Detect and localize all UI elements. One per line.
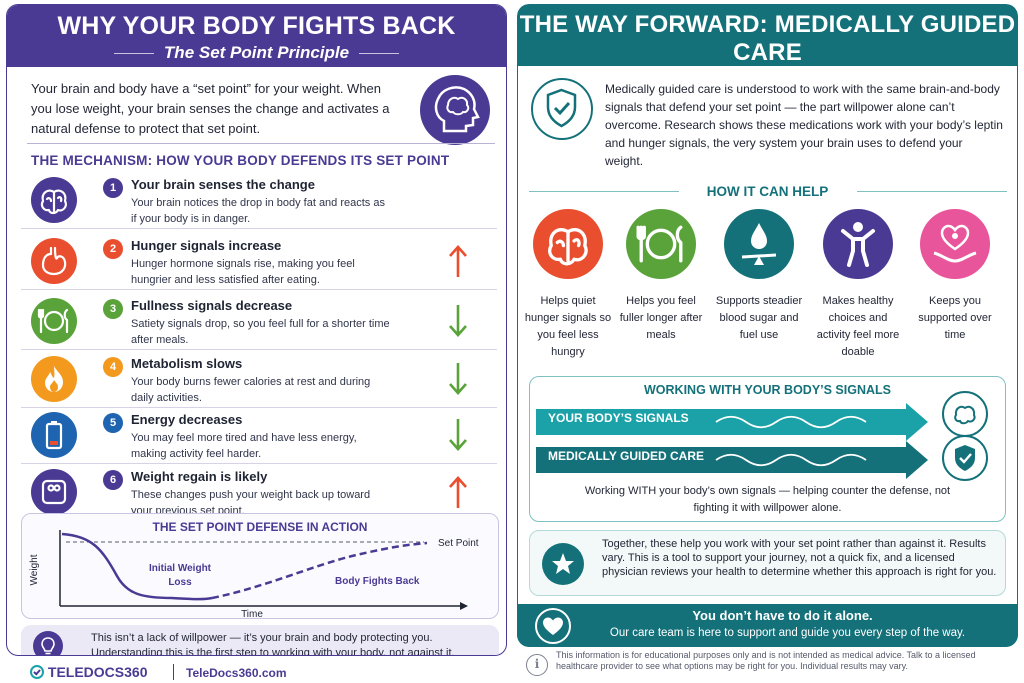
support-banner: You don’t have to do it alone. Our care … bbox=[517, 604, 1018, 647]
arrow-down-icon bbox=[447, 304, 469, 338]
shield-check-icon bbox=[531, 78, 593, 140]
left-subtitle: The Set Point Principle bbox=[163, 43, 350, 62]
together-box: Together, these help you work with your … bbox=[529, 530, 1006, 596]
step-number: 3 bbox=[103, 299, 123, 319]
right-title: THE WAY FORWARD: MEDICALLY GUIDED CARE bbox=[519, 11, 1016, 66]
brain-circle-icon bbox=[942, 391, 988, 437]
heart-hand-icon bbox=[920, 209, 990, 279]
brand-logo: TELEDOCS360 bbox=[30, 664, 147, 680]
step-title: Metabolism slows bbox=[131, 356, 243, 371]
body-signals-label: YOUR BODY’S SIGNALS bbox=[548, 411, 689, 425]
lightbulb-icon bbox=[33, 631, 63, 655]
step-title: Your brain senses the change bbox=[131, 177, 315, 192]
mechanism-title: THE MECHANISM: HOW YOUR BODY DEFENDS ITS… bbox=[31, 153, 450, 168]
right-header: THE WAY FORWARD: MEDICALLY GUIDED CARE H… bbox=[517, 4, 1018, 89]
step-number: 5 bbox=[103, 413, 123, 433]
star-icon bbox=[542, 543, 584, 585]
heart-icon bbox=[535, 608, 571, 644]
info-icon: i bbox=[526, 654, 548, 676]
graph-xlabel: Time bbox=[241, 609, 263, 620]
step-title: Hunger signals increase bbox=[131, 238, 282, 253]
help-item-label: Keeps you supported over time bbox=[918, 295, 992, 341]
help-item-label: Helps quiet hunger signals so you feel l… bbox=[524, 295, 612, 358]
help-item: Makes healthy choices and activity feel … bbox=[813, 209, 903, 361]
guided-care-panel: THE WAY FORWARD: MEDICALLY GUIDED CARE H… bbox=[517, 4, 1018, 647]
graph-title: THE SET POINT DEFENSE IN ACTION bbox=[152, 520, 368, 534]
signals-title: WORKING WITH YOUR BODY’S SIGNALS bbox=[644, 383, 891, 397]
step-number: 2 bbox=[103, 239, 123, 259]
battery-icon bbox=[31, 412, 77, 458]
arrow-up-icon bbox=[447, 475, 469, 509]
stomach-icon bbox=[31, 238, 77, 284]
together-text: Together, these help you work with your … bbox=[602, 538, 997, 578]
signals-box: WORKING WITH YOUR BODY’S SIGNALS YOUR BO… bbox=[529, 376, 1006, 522]
note-text: This isn’t a lack of willpower — it’s yo… bbox=[91, 632, 455, 656]
left-header: WHY YOUR BODY FIGHTS BACK The Set Point … bbox=[7, 5, 506, 67]
how-it-can-help-title: HOW IT CAN HELP bbox=[706, 184, 829, 199]
right-subtitle: Helping You Work With Your Set Point bbox=[613, 70, 922, 89]
body-signals-bar: YOUR BODY’S SIGNALS bbox=[536, 403, 936, 441]
logo-check-icon bbox=[30, 665, 44, 679]
step-title: Weight regain is likely bbox=[131, 469, 268, 484]
step-description: Your brain notices the drop in body fat … bbox=[131, 197, 385, 225]
step-number: 6 bbox=[103, 470, 123, 490]
phase-fights-back: Body Fights Back bbox=[335, 576, 420, 587]
set-point-panel: WHY YOUR BODY FIGHTS BACK The Set Point … bbox=[6, 4, 507, 656]
help-item-label: Makes healthy choices and activity feel … bbox=[816, 295, 900, 358]
step-description: Your body burns fewer calories at rest a… bbox=[131, 376, 371, 404]
brain-icon bbox=[533, 209, 603, 279]
disclaimer-text: This information is for educational purp… bbox=[556, 650, 976, 671]
step-number: 1 bbox=[103, 178, 123, 198]
head-brain-icon bbox=[420, 75, 490, 145]
help-item: Helps quiet hunger signals so you feel l… bbox=[523, 209, 613, 361]
signals-caption: Working WITH your body’s own signals — h… bbox=[584, 485, 951, 514]
left-title: WHY YOUR BODY FIGHTS BACK bbox=[57, 12, 456, 40]
plate-icon bbox=[626, 209, 696, 279]
help-item-label: Helps you feel fuller longer after meals bbox=[619, 295, 703, 341]
arrow-down-icon bbox=[447, 362, 469, 396]
plate-icon bbox=[31, 298, 77, 344]
help-item-label: Supports steadier blood sugar and fuel u… bbox=[715, 295, 803, 341]
arrow-up-icon bbox=[447, 244, 469, 278]
support-title: You don’t have to do it alone. bbox=[692, 608, 873, 623]
graph-ylabel: Weight bbox=[29, 554, 40, 585]
step-description: You may feel more tired and have less en… bbox=[131, 432, 357, 460]
step-number: 4 bbox=[103, 357, 123, 377]
help-item: Helps you feel fuller longer after meals bbox=[616, 209, 706, 344]
arrow-down-icon bbox=[447, 418, 469, 452]
shield-circle-icon bbox=[942, 435, 988, 481]
help-item: Keeps you supported over time bbox=[910, 209, 1000, 344]
phase-initial-loss: Initial Weight Loss bbox=[148, 563, 212, 588]
support-subtitle: Our care team is here to support and gui… bbox=[609, 627, 966, 639]
left-intro: Your brain and body have a “set point” f… bbox=[31, 81, 390, 136]
scale-icon bbox=[31, 469, 77, 515]
drop-balance-icon bbox=[724, 209, 794, 279]
flame-icon bbox=[31, 356, 77, 402]
set-point-graph: THE SET POINT DEFENSE IN ACTION Weight T… bbox=[21, 513, 499, 620]
step-description: Satiety signals drop, so you feel full f… bbox=[131, 318, 390, 346]
guided-care-bar: MEDICALLY GUIDED CARE bbox=[536, 441, 936, 479]
help-item: Supports steadier blood sugar and fuel u… bbox=[714, 209, 804, 344]
brand-url[interactable]: TeleDocs360.com bbox=[186, 666, 287, 680]
right-intro: Medically guided care is understood to w… bbox=[605, 82, 1003, 168]
brain-icon bbox=[31, 177, 77, 223]
step-description: Hunger hormone signals rise, making you … bbox=[131, 258, 355, 286]
willpower-note: This isn’t a lack of willpower — it’s yo… bbox=[21, 625, 499, 656]
set-point-label: Set Point bbox=[438, 538, 479, 549]
step-title: Fullness signals decrease bbox=[131, 298, 293, 313]
person-icon bbox=[823, 209, 893, 279]
guided-care-label: MEDICALLY GUIDED CARE bbox=[548, 449, 705, 463]
step-title: Energy decreases bbox=[131, 412, 243, 427]
